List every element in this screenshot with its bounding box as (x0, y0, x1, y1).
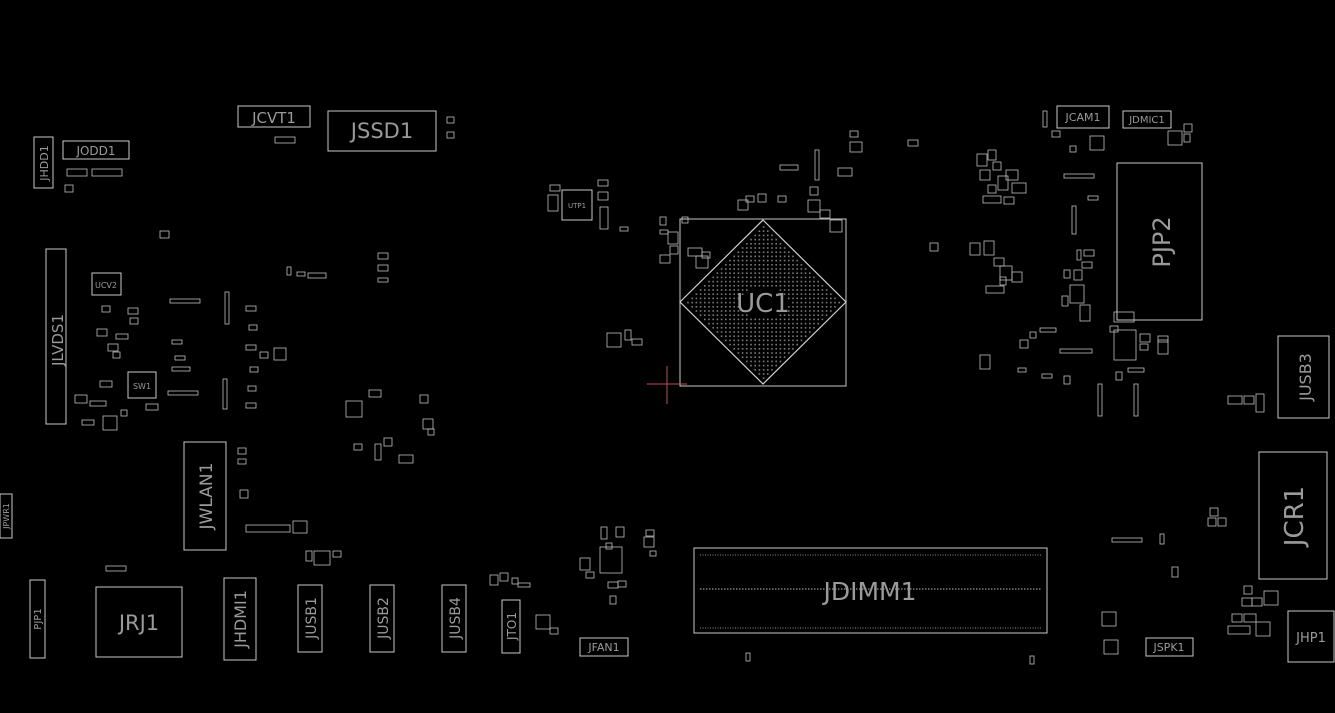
component-label-jlvds1: JLVDS1 (49, 314, 67, 367)
component-label-sw1: SW1 (133, 382, 151, 391)
component-label-jhdd1: JHDD1 (38, 145, 51, 181)
component-label-jhdmi1: JHDMI1 (231, 590, 250, 649)
component-label-jdimm1: JDIMM1 (821, 577, 916, 606)
component-jusb2[interactable]: JUSB2 (369, 584, 395, 653)
component-jspk1[interactable]: JSPK1 (1145, 637, 1194, 657)
component-label-uc1: UC1 (736, 289, 790, 319)
crosshair-cursor-icon (647, 366, 687, 404)
component-label-jusb4: JUSB4 (448, 597, 464, 640)
component-jto1[interactable]: JTO1 (501, 599, 521, 654)
component-label-jpwr1: JPWR1 (2, 503, 11, 530)
component-pjp1[interactable]: PJP1 (29, 579, 46, 659)
component-label-jhp1: JHP1 (1295, 631, 1326, 646)
component-label-jusb1: JUSB1 (304, 597, 320, 640)
component-jhdmi1[interactable]: JHDMI1 (223, 577, 257, 661)
component-jusb3[interactable]: JUSB3 (1277, 335, 1330, 419)
component-jdmic1[interactable]: JDMIC1 (1122, 110, 1172, 129)
component-uc1[interactable]: UC1 (679, 218, 847, 387)
component-pjp2[interactable]: PJP2 (1116, 162, 1203, 321)
component-label-utp1: UTP1 (568, 202, 586, 210)
component-ucv2[interactable]: UCV2 (91, 272, 122, 296)
component-label-jfan1: JFAN1 (587, 641, 619, 654)
component-jwlan1[interactable]: JWLAN1 (183, 441, 227, 551)
component-label-jcam1: JCAM1 (1065, 111, 1101, 124)
component-sw1[interactable]: SW1 (127, 371, 157, 399)
component-label-jusb3: JUSB3 (1296, 353, 1315, 402)
component-jusb1[interactable]: JUSB1 (297, 584, 323, 653)
component-jcr1[interactable]: JCR1 (1258, 451, 1328, 580)
passive-components (64, 110, 1279, 665)
component-label-jrj1: JRJ1 (117, 611, 159, 635)
component-label-jdmic1: JDMIC1 (1128, 115, 1165, 126)
component-label-jusb2: JUSB2 (376, 597, 392, 640)
component-label-ucv2: UCV2 (95, 281, 117, 290)
uc1-ball-grid (687, 226, 840, 379)
component-label-pjp2: PJP2 (1148, 216, 1176, 267)
component-label-jspk1: JSPK1 (1152, 641, 1184, 654)
component-jodd1[interactable]: JODD1 (62, 140, 130, 160)
component-label-jto1: JTO1 (505, 612, 519, 641)
component-label-jcr1: JCR1 (1280, 486, 1310, 548)
component-utp1[interactable]: UTP1 (561, 189, 593, 221)
component-label-jodd1: JODD1 (75, 144, 115, 158)
component-jhp1[interactable]: JHP1 (1287, 610, 1335, 663)
component-jpwr1[interactable]: JPWR1 (0, 493, 13, 539)
component-jssd1[interactable]: JSSD1 (327, 110, 437, 152)
component-jhdd1[interactable]: JHDD1 (33, 136, 54, 189)
component-label-jssd1: JSSD1 (349, 119, 413, 143)
component-jdimm1[interactable]: JDIMM1 (693, 547, 1048, 634)
component-jrj1[interactable]: JRJ1 (95, 586, 183, 658)
component-jcam1[interactable]: JCAM1 (1056, 105, 1110, 129)
component-jlvds1[interactable]: JLVDS1 (45, 248, 67, 425)
component-label-pjp1: PJP1 (33, 608, 44, 629)
component-label-jwlan1: JWLAN1 (197, 463, 217, 531)
component-label-jcvt1: JCVT1 (251, 109, 296, 127)
component-jcvt1[interactable]: JCVT1 (237, 105, 311, 128)
component-jusb4[interactable]: JUSB4 (441, 584, 467, 653)
component-jfan1[interactable]: JFAN1 (579, 637, 629, 657)
